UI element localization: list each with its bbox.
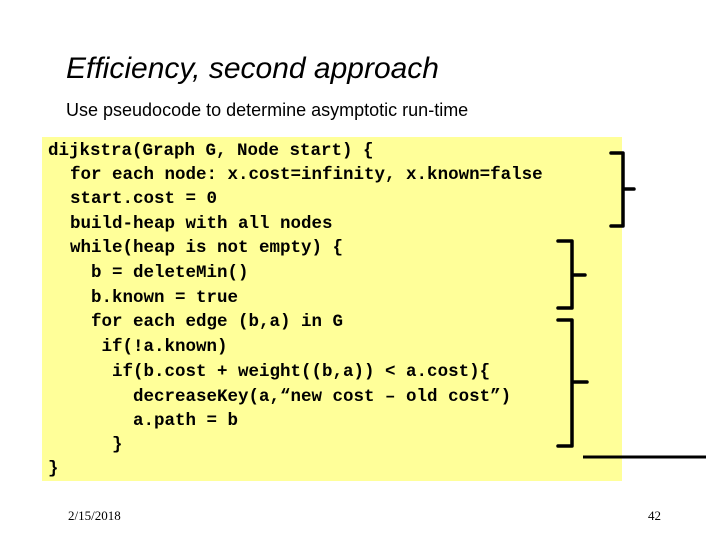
code-line: b.known = true bbox=[49, 288, 239, 308]
page-number: 42 bbox=[648, 508, 661, 523]
code-line: for each edge (b,a) in G bbox=[49, 312, 344, 332]
footer-date: 2/15/2018 bbox=[68, 508, 121, 523]
slide-title: Efficiency, second approach bbox=[66, 52, 439, 85]
code-line: dijkstra(Graph G, Node start) { bbox=[48, 141, 374, 161]
code-line: if(b.cost + weight((b,a)) < a.cost){ bbox=[49, 362, 491, 382]
code-line: decreaseKey(a,“new cost – old cost”) bbox=[49, 387, 512, 407]
bracket-edge-loop bbox=[556, 318, 589, 448]
code-line: while(heap is not empty) { bbox=[49, 238, 344, 258]
code-line: a.path = b bbox=[49, 411, 239, 431]
code-line: if(!a.known) bbox=[49, 337, 228, 357]
bracket-delete-min bbox=[556, 239, 587, 310]
slide-subtitle: Use pseudocode to determine asymptotic r… bbox=[66, 100, 469, 120]
code-line: } bbox=[49, 435, 123, 455]
code-line: b = deleteMin() bbox=[49, 263, 249, 283]
code-line: for each node: x.cost=infinity, x.known=… bbox=[49, 165, 543, 185]
code-line: build-heap with all nodes bbox=[49, 214, 333, 234]
code-line: start.cost = 0 bbox=[49, 189, 218, 209]
bracket-init bbox=[609, 151, 636, 228]
code-line: } bbox=[48, 459, 59, 479]
code-box: dijkstra(Graph G, Node start) { for each… bbox=[42, 137, 622, 481]
